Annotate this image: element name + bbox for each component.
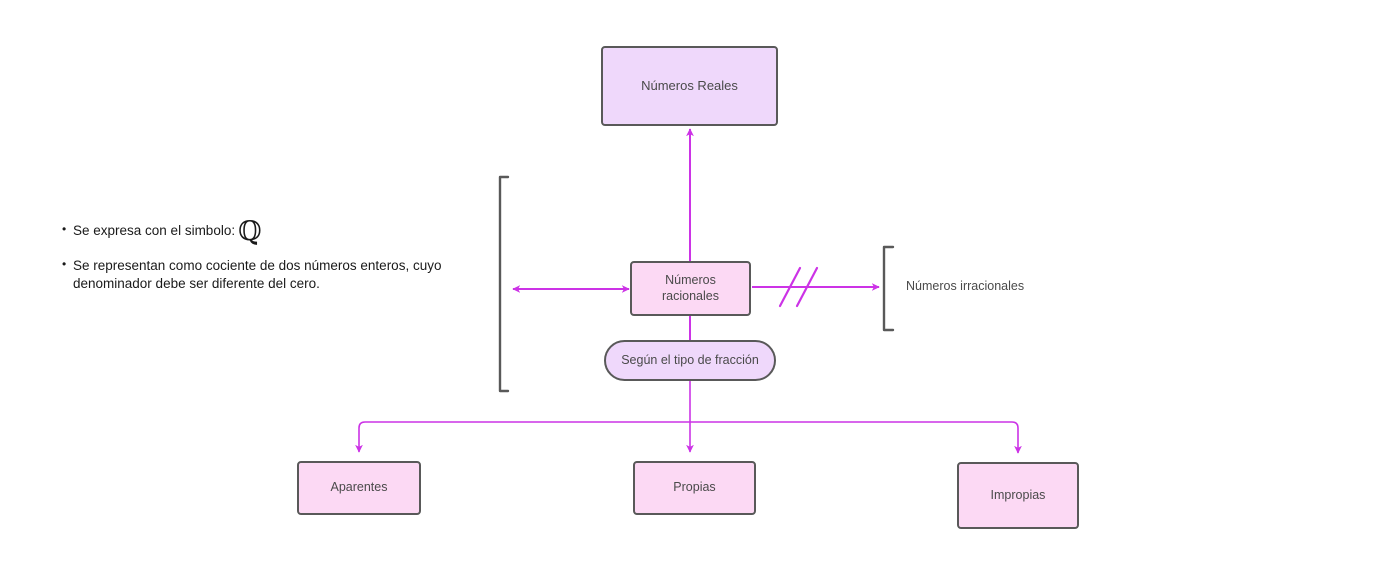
node-numeros-reales-label: Números Reales xyxy=(641,77,738,93)
node-segun-tipo-fraccion[interactable]: Según el tipo de fracción xyxy=(604,340,776,381)
slash-mark-2 xyxy=(795,266,819,308)
label-numeros-irracionales: Números irracionales xyxy=(906,279,1025,293)
node-propias[interactable]: Propias xyxy=(633,461,756,515)
slash-mark-1 xyxy=(778,266,802,308)
bullet-list-racionales: Se expresa con el simbolo:ℚ Se represent… xyxy=(62,218,482,294)
node-propias-label: Propias xyxy=(673,480,716,495)
node-numeros-racionales-line2: racionales xyxy=(662,288,719,303)
node-segun-tipo-fraccion-label: Según el tipo de fracción xyxy=(621,352,759,367)
node-impropias[interactable]: Impropias xyxy=(957,462,1079,529)
bracket-left-large xyxy=(498,175,510,393)
node-numeros-reales[interactable]: Números Reales xyxy=(601,46,778,126)
edge-branch-bus-right xyxy=(690,421,1022,454)
q-symbol: ℚ xyxy=(238,216,262,247)
bullet-item-simbolo: Se expresa con el simbolo:ℚ xyxy=(62,218,482,245)
bullet-item-cociente: Se representan como cociente de dos núme… xyxy=(62,256,482,293)
bracket-irracionales xyxy=(882,245,895,332)
node-numeros-racionales-line1: Números xyxy=(665,272,716,287)
node-impropias-label: Impropias xyxy=(990,487,1046,502)
node-numeros-racionales-label: Números racionales xyxy=(662,273,719,304)
bullet-item-cociente-text: Se representan como cociente de dos núme… xyxy=(73,258,442,292)
node-numeros-racionales[interactable]: Números racionales xyxy=(630,261,751,316)
edge-branch-bus-left xyxy=(355,421,690,453)
node-aparentes[interactable]: Aparentes xyxy=(297,461,421,515)
node-aparentes-label: Aparentes xyxy=(330,480,388,495)
bullet-item-simbolo-text: Se expresa con el simbolo: xyxy=(73,223,236,238)
